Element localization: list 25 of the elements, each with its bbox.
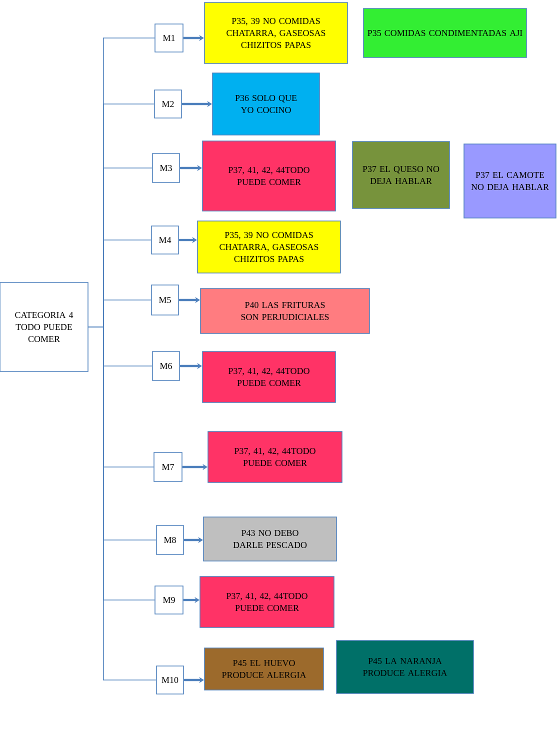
answer-box: P45 EL HUEVO PRODUCE ALERGIA <box>204 648 324 690</box>
answer-box: P37 EL CAMOTE NO DEJA HABLAR <box>464 144 556 218</box>
answer-box: P36 SOLO QUE YO COCINO <box>212 72 320 136</box>
answer-box: P35, 39 NO COMIDAS CHATARRA, GASEOSAS CHIZITOS PAPAS <box>204 2 348 64</box>
m-box: M10 <box>156 666 184 694</box>
answer-box: P37, 41, 42, 44TODO PUEDE COMER <box>202 140 336 212</box>
m-box: M1 <box>154 24 184 52</box>
m-box: M4 <box>151 226 179 254</box>
m-box: M2 <box>154 90 182 118</box>
answer-box: P40 LAS FRITURAS SON PERJUDICIALES <box>200 288 370 334</box>
answer-box: P37 EL QUESO NO DEJA HABLAR <box>352 141 450 209</box>
answer-box: P37, 41, 42, 44TODO PUEDE COMER <box>200 576 334 628</box>
answer-box: P37, 41, 42, 44TODO PUEDE COMER <box>202 351 336 403</box>
answer-box: P35, 39 NO COMIDAS CHATARRA, GASEOSAS CHIZITOS PAPAS <box>197 220 341 274</box>
answer-box: P45 LA NARANJA PRODUCE ALERGIA <box>336 640 474 694</box>
m-box: M7 <box>154 452 182 482</box>
m-box: M9 <box>154 586 184 614</box>
category-box: CATEGORIA 4 TODO PUEDE COMER <box>0 282 88 372</box>
answer-box: P37, 41, 42, 44TODO PUEDE COMER <box>208 431 342 483</box>
answer-box: P35 COMIDAS CONDIMENTADAS AJI <box>363 8 527 58</box>
answer-box: P43 NO DEBO DARLE PESCADO <box>203 516 337 562</box>
m-box: M6 <box>152 351 180 381</box>
m-box: M8 <box>156 525 184 555</box>
m-box: M3 <box>152 153 180 183</box>
m-box: M5 <box>151 284 179 316</box>
